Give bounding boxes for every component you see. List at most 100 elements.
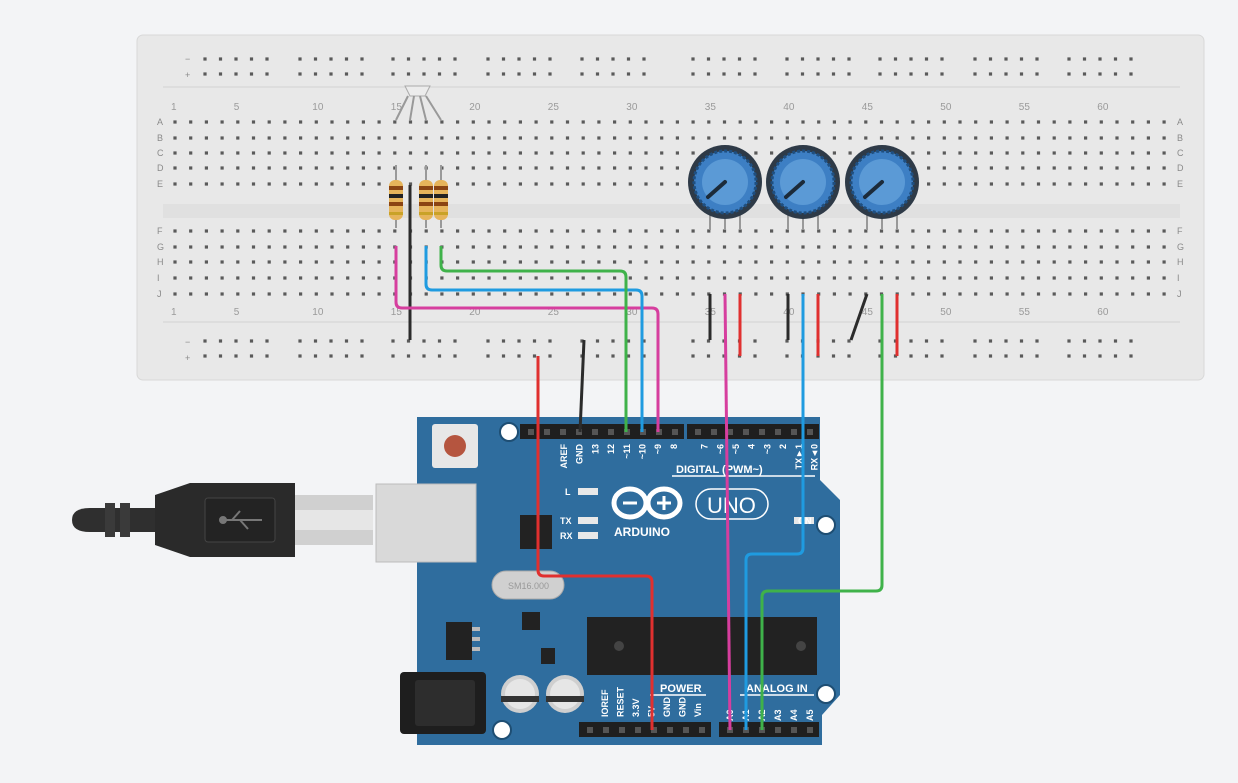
breadboard-hole[interactable] <box>220 120 224 124</box>
rail-hole[interactable] <box>785 72 789 76</box>
breadboard-hole[interactable] <box>707 229 711 233</box>
rail-hole[interactable] <box>1098 354 1102 358</box>
breadboard-hole[interactable] <box>220 229 224 233</box>
breadboard-hole[interactable] <box>785 276 789 280</box>
breadboard-hole[interactable] <box>660 151 664 155</box>
header-pin[interactable] <box>695 429 701 435</box>
breadboard-hole[interactable] <box>597 182 601 186</box>
rail-hole[interactable] <box>344 339 349 343</box>
breadboard-hole[interactable] <box>1115 292 1119 296</box>
rail-hole[interactable] <box>831 57 836 61</box>
breadboard-hole[interactable] <box>1068 229 1072 233</box>
breadboard-hole[interactable] <box>299 182 303 186</box>
breadboard-hole[interactable] <box>801 136 805 140</box>
header-pin[interactable] <box>807 429 813 435</box>
breadboard-hole[interactable] <box>1146 260 1150 264</box>
breadboard-hole[interactable] <box>330 229 334 233</box>
breadboard-hole[interactable] <box>440 229 444 233</box>
breadboard-hole[interactable] <box>895 245 899 249</box>
rail-hole[interactable] <box>422 354 426 358</box>
rail-hole[interactable] <box>391 354 395 358</box>
rail-hole[interactable] <box>595 72 600 76</box>
breadboard-hole[interactable] <box>1052 120 1056 124</box>
rail-hole[interactable] <box>548 72 552 76</box>
breadboard-hole[interactable] <box>1131 182 1135 186</box>
rail-hole[interactable] <box>1129 72 1133 76</box>
breadboard-hole[interactable] <box>1162 120 1166 124</box>
breadboard-hole[interactable] <box>911 245 915 249</box>
rail-hole[interactable] <box>940 57 944 61</box>
rail-hole[interactable] <box>1067 57 1071 61</box>
breadboard-hole[interactable] <box>314 151 318 155</box>
header-pin[interactable] <box>603 727 609 733</box>
breadboard-hole[interactable] <box>1036 120 1041 124</box>
breadboard-hole[interactable] <box>801 120 805 124</box>
breadboard-hole[interactable] <box>267 292 271 296</box>
rail-hole[interactable] <box>265 57 269 61</box>
rail-hole[interactable] <box>1082 72 1087 76</box>
breadboard-hole[interactable] <box>440 276 444 280</box>
header-pin[interactable] <box>791 727 797 733</box>
breadboard-hole[interactable] <box>283 120 287 124</box>
breadboard-hole[interactable] <box>251 260 256 264</box>
breadboard-hole[interactable] <box>361 260 365 264</box>
arduino-uno[interactable]: L TX RX ON ARDUINO UNO SM16.000 <box>375 417 840 745</box>
breadboard-hole[interactable] <box>895 260 899 264</box>
breadboard-hole[interactable] <box>1036 182 1041 186</box>
header-pin[interactable] <box>544 429 550 435</box>
breadboard-hole[interactable] <box>471 151 475 155</box>
breadboard-hole[interactable] <box>1131 229 1135 233</box>
breadboard-hole[interactable] <box>770 260 774 264</box>
rail-hole[interactable] <box>753 72 757 76</box>
breadboard-hole[interactable] <box>1052 260 1056 264</box>
breadboard-hole[interactable] <box>456 245 460 249</box>
breadboard-hole[interactable] <box>942 229 946 233</box>
breadboard-hole[interactable] <box>204 136 208 140</box>
rail-hole[interactable] <box>360 57 364 61</box>
breadboard-hole[interactable] <box>1099 245 1103 249</box>
breadboard-hole[interactable] <box>173 260 177 264</box>
breadboard-hole[interactable] <box>1068 120 1072 124</box>
breadboard-hole[interactable] <box>393 151 397 155</box>
breadboard-hole[interactable] <box>204 182 208 186</box>
breadboard-hole[interactable] <box>1036 151 1041 155</box>
breadboard-hole[interactable] <box>346 182 350 186</box>
breadboard-hole[interactable] <box>1084 276 1088 280</box>
breadboard-hole[interactable] <box>220 276 224 280</box>
breadboard-hole[interactable] <box>1131 166 1135 170</box>
header-pin[interactable] <box>528 429 534 435</box>
rail-hole[interactable] <box>878 339 882 343</box>
breadboard-hole[interactable] <box>503 182 507 186</box>
breadboard-hole[interactable] <box>565 260 570 264</box>
breadboard-hole[interactable] <box>958 120 962 124</box>
breadboard-hole[interactable] <box>1052 151 1056 155</box>
breadboard-hole[interactable] <box>251 276 256 280</box>
breadboard-hole[interactable] <box>597 136 601 140</box>
breadboard-hole[interactable] <box>1099 276 1103 280</box>
breadboard-hole[interactable] <box>1162 166 1166 170</box>
breadboard-hole[interactable] <box>581 245 585 249</box>
breadboard-hole[interactable] <box>1036 292 1041 296</box>
breadboard-hole[interactable] <box>974 136 978 140</box>
breadboard-hole[interactable] <box>754 151 758 155</box>
breadboard-hole[interactable] <box>613 276 617 280</box>
breadboard-hole[interactable] <box>393 166 397 170</box>
header-pin[interactable] <box>699 727 705 733</box>
breadboard-hole[interactable] <box>754 136 758 140</box>
rail-hole[interactable] <box>611 339 615 343</box>
breadboard-hole[interactable] <box>848 151 852 155</box>
rail-hole[interactable] <box>234 354 238 358</box>
breadboard-hole[interactable] <box>660 229 664 233</box>
header-pin[interactable] <box>608 429 614 435</box>
breadboard-hole[interactable] <box>518 292 522 296</box>
breadboard-hole[interactable] <box>927 136 931 140</box>
breadboard-hole[interactable] <box>1162 260 1166 264</box>
breadboard-hole[interactable] <box>1068 276 1072 280</box>
breadboard-hole[interactable] <box>974 292 978 296</box>
breadboard-hole[interactable] <box>550 276 554 280</box>
breadboard-hole[interactable] <box>691 136 695 140</box>
breadboard-hole[interactable] <box>644 136 648 140</box>
breadboard-hole[interactable] <box>550 151 554 155</box>
rail-hole[interactable] <box>501 72 506 76</box>
breadboard-hole[interactable] <box>942 120 946 124</box>
